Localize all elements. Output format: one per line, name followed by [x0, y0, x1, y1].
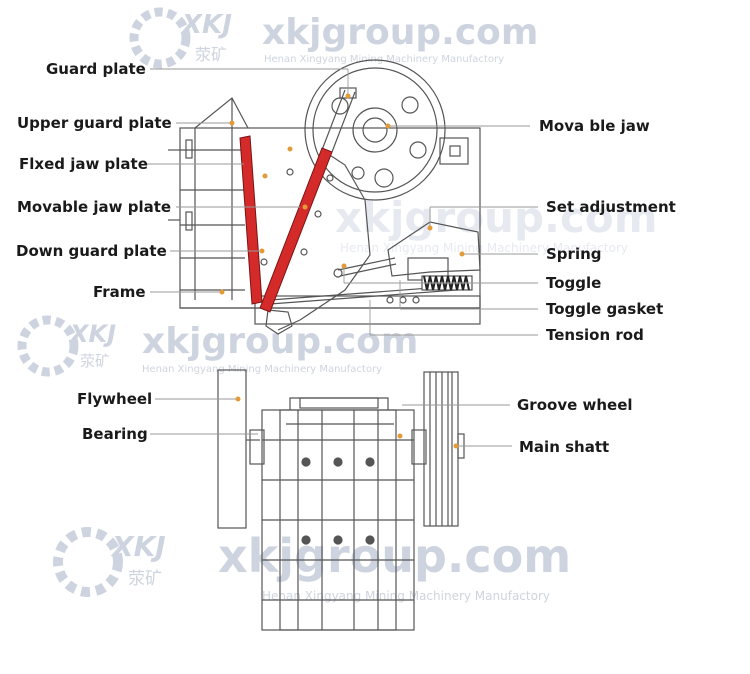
watermark-chinese: 荥矿 — [195, 45, 227, 64]
label-set-adjustment: Set adjustment — [546, 198, 676, 216]
jaw-plates — [239, 135, 333, 313]
watermark-brand: XKJ — [110, 530, 166, 563]
watermark-site: xkjgroup.com — [262, 12, 538, 53]
label-toggle: Toggle — [546, 274, 602, 292]
flywheel-side — [304, 59, 446, 201]
watermark-site: xkjgroup.com — [335, 193, 658, 242]
label-tension-rod: Tension rod — [546, 326, 644, 344]
watermark-company: Henan Xingyang Mining Machinery Manufact… — [142, 364, 382, 375]
label-guard-plate: Guard plate — [46, 60, 146, 78]
label-groove-wheel: Groove wheel — [517, 396, 633, 414]
label-frame: Frame — [93, 283, 146, 301]
watermark-site: xkjgroup.com — [218, 529, 571, 583]
label-bearing: Bearing — [82, 425, 148, 443]
leader-lines — [146, 68, 538, 447]
watermark-company: Henan Xingyang Mining Machinery Manufact… — [264, 54, 504, 65]
label-main-shaft: Main shatt — [519, 438, 610, 456]
groove-wheel-front — [423, 371, 459, 527]
label-down-guard-plate: Down guard plate — [16, 242, 167, 260]
fixed-jaw-plate — [239, 135, 263, 305]
label-flywheel: Flywheel — [77, 390, 153, 408]
label-toggle-gasket: Toggle gasket — [546, 300, 664, 318]
label-fixed-jaw-plate: Flxed jaw plate — [19, 155, 148, 173]
watermark-chinese: 荥矿 — [128, 569, 162, 589]
watermark-top: XKJ 荥矿 xkjgroup.com Henan Xingyang Minin… — [129, 7, 538, 69]
label-movable-jaw-plate: Movable jaw plate — [17, 198, 172, 216]
watermark-site: xkjgroup.com — [142, 321, 418, 362]
label-spring: Spring — [546, 245, 602, 263]
watermark-company: Henan Xingyang Mining Machinery Manufact… — [340, 241, 628, 255]
watermark-company: Henan Xingyang Mining Machinery Manufact… — [262, 589, 550, 603]
watermark-brand: XKJ — [68, 320, 116, 348]
label-upper-guard-plate: Upper guard plate — [17, 114, 172, 132]
watermark-middle: xkjgroup.com Henan Xingyang Mining Machi… — [335, 193, 658, 255]
watermark-left: XKJ 荥矿 xkjgroup.com Henan Xingyang Minin… — [17, 315, 418, 377]
flywheel-front — [217, 369, 247, 529]
watermark-brand: XKJ — [180, 10, 232, 40]
watermark-chinese: 荥矿 — [80, 352, 110, 370]
label-movable-jaw: Mova ble jaw — [539, 117, 650, 135]
watermark-bottom: XKJ 荥矿 xkjgroup.com Henan Xingyang Minin… — [53, 527, 571, 603]
movable-jaw-plate — [259, 147, 333, 313]
indicator-dots — [219, 93, 465, 449]
